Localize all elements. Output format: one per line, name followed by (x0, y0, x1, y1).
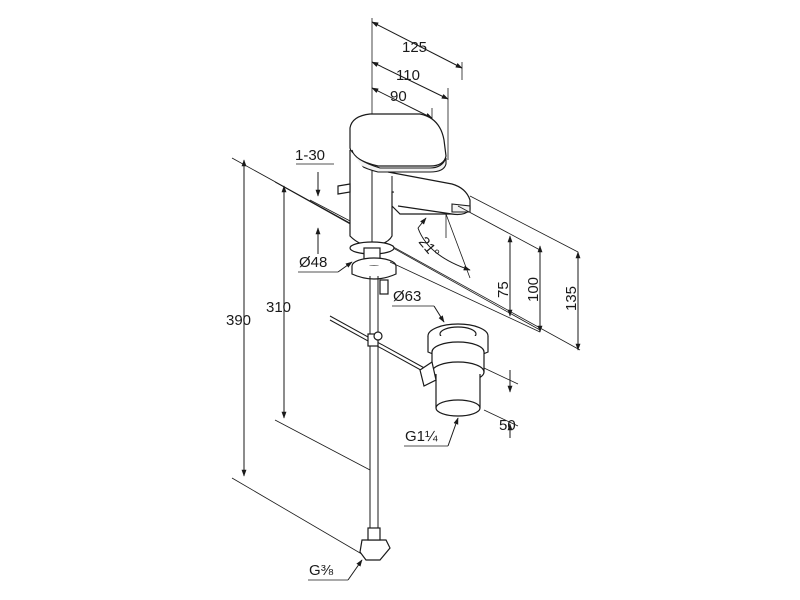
dim-label-390: 390 (226, 312, 251, 329)
dim-label-110: 110 (396, 67, 420, 84)
dim-label-50: 50 (499, 417, 516, 434)
dim-label-75: 75 (495, 281, 512, 298)
supply-hose (359, 276, 391, 561)
right-height-dimensions (389, 195, 581, 351)
dim-label-100: 100 (525, 277, 542, 302)
dim-label-1-30: 1-30 (295, 147, 325, 164)
travel-1-30-dimension (296, 163, 353, 254)
dim-label-diameter-63: Ø63 (393, 288, 421, 305)
dim-label-diameter-48: Ø48 (299, 254, 327, 271)
height-50-dimension (483, 367, 519, 438)
dim-label-135: 135 (563, 286, 580, 311)
thread-g38-leader (308, 559, 363, 581)
thread-g114-leader (404, 417, 459, 447)
dim-label-90: 90 (390, 88, 407, 105)
dim-label-angle-21: 21° (415, 234, 443, 262)
diameter-63-leader (392, 305, 445, 323)
dim-label-g38: G⅜ (309, 562, 334, 579)
faucet-body (337, 113, 471, 280)
dim-label-125: 125 (402, 39, 427, 56)
diameter-48-leader (298, 261, 353, 273)
pop-up-waste (419, 323, 489, 417)
angle-21-dimension (417, 213, 471, 279)
height-310-dimension (274, 181, 541, 471)
dim-label-310: 310 (266, 299, 291, 316)
dim-label-g114: G1¼ (405, 428, 438, 445)
pop-up-rod (329, 315, 429, 375)
